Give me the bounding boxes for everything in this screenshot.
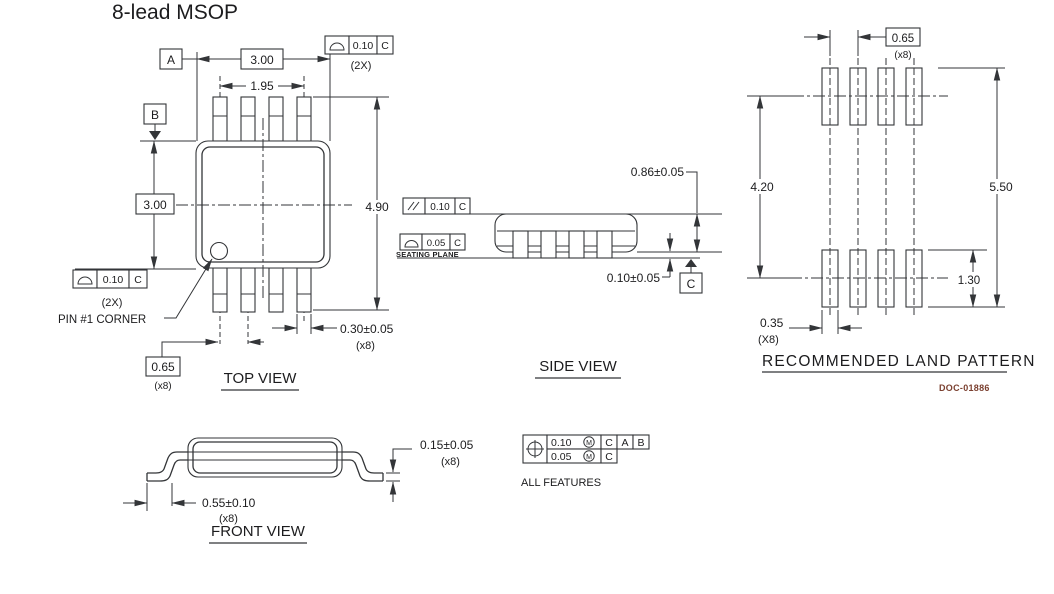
datum-a-box: [159, 48, 183, 70]
top-view-pins-top: [212, 96, 312, 142]
mmc-icon: [583, 450, 595, 462]
land-pattern-label: RECOMMENDED LAND PATTERN: [762, 353, 1036, 370]
pin: [212, 96, 228, 142]
land-pattern: 0.65 (x8) 4.20 5.50 1.30 0.35 (X8) RECOM…: [743, 27, 1036, 393]
dim-lead-span: 4.90: [365, 200, 389, 214]
flatness-icon: [404, 240, 419, 248]
position-row2-modifier: M: [586, 454, 592, 461]
pin: [240, 96, 256, 142]
land-dim-pad-length: 1.30: [958, 275, 980, 287]
mmc-icon: [583, 436, 595, 448]
lead: [512, 230, 529, 259]
dim-body-width-box: [240, 48, 284, 70]
seating-plane-frame: 0.05 C SEATING PLANE: [396, 233, 466, 259]
flatness-top-datum: C: [381, 40, 389, 52]
flatness-side-datum: C: [454, 238, 461, 249]
position-row1-datum2: A: [621, 437, 628, 449]
top-view-pins-bottom: [212, 267, 312, 313]
front-body-outline: [187, 437, 343, 478]
dim-body-height: 3.00: [143, 198, 167, 212]
dim-pitch-box: [145, 356, 181, 377]
pin: [296, 96, 312, 142]
dim-body-width: 3.00: [250, 53, 274, 67]
flatness-frame-left: 0.10 C (2X): [72, 269, 148, 309]
dim-lead-width: 0.30±0.05: [340, 322, 394, 336]
position-row1-datum1: C: [605, 437, 613, 449]
parallelism-tol: 0.10: [430, 202, 450, 213]
pin1-indicator-dot: [209, 241, 229, 261]
position-row2-datum1: C: [605, 451, 613, 463]
dim-lead-thickness: 0.15±0.05: [420, 438, 474, 452]
pin: [268, 267, 284, 313]
flatness-icon: [77, 276, 93, 285]
datum-c-box: [679, 272, 703, 294]
flatness-left-tol: 0.10: [103, 274, 124, 286]
flatness-left-qty: (2X): [102, 297, 123, 309]
top-view: A B 3.00 1.95 3.00 4.90 0.30±0.05 (x8) 0…: [58, 35, 398, 392]
all-features-label: ALL FEATURES: [521, 477, 601, 489]
position-row1-datum3: B: [637, 437, 644, 449]
land-pitch-box: [885, 27, 921, 47]
dim-foot-length: 0.55±0.10: [202, 496, 256, 510]
seating-plane-label: SEATING PLANE: [396, 250, 459, 259]
pin1-leader: [164, 258, 213, 319]
land-dim-row-spacing: 4.20: [750, 180, 774, 194]
lead: [568, 230, 585, 259]
pin: [296, 267, 312, 313]
front-view-label: FRONT VIEW: [211, 523, 306, 540]
land-dim-pitch-qty: (x8): [894, 50, 911, 61]
pin: [268, 96, 284, 142]
dim-foot-length-qty: (x8): [219, 513, 238, 525]
land-pattern-centerlines: [790, 58, 948, 318]
land-dim-pad-width-qty: (X8): [758, 334, 779, 346]
datum-b-triangle: [149, 131, 161, 140]
position-row1-modifier: M: [586, 440, 592, 447]
pin: [212, 267, 228, 313]
dim-body-height-box: [135, 193, 175, 215]
doc-number: DOC-01886: [939, 383, 990, 393]
land-dim-pad-width: 0.35: [760, 316, 784, 330]
front-body-inner: [192, 441, 338, 474]
dim-pitch-qty: (x8): [154, 381, 171, 392]
front-view: 0.15±0.05 (x8) 0.55±0.10 (x8) FRONT VIEW: [123, 437, 474, 544]
lead: [596, 230, 613, 259]
position-feature-control-frame: 0.10 M C A B 0.05 M C ALL FEATURES: [521, 434, 650, 489]
flatness-top-tol: 0.10: [353, 40, 374, 52]
datum-c-triangle: [685, 259, 697, 267]
top-view-label: TOP VIEW: [224, 370, 298, 387]
flatness-frame-top: 0.10 C (2X): [324, 35, 394, 72]
dim-height: 0.86±0.05: [631, 165, 685, 179]
flatness-icon: [329, 42, 345, 51]
flatness-side-tol: 0.05: [427, 238, 446, 249]
dim-pin-span: 1.95: [250, 79, 274, 93]
dim-pitch: 0.65: [151, 360, 175, 374]
flatness-top-qty: (2X): [351, 60, 372, 72]
dim-lead-width-qty: (x8): [356, 340, 375, 352]
side-view: 0.86±0.05 0.10±0.05 C 0.10 C: [396, 165, 722, 379]
position-row1-tol: 0.10: [551, 437, 572, 449]
dim-lead-thickness-qty: (x8): [441, 456, 460, 468]
parallelism-datum: C: [459, 202, 466, 213]
datum-b-label: B: [151, 108, 159, 122]
lead: [540, 230, 557, 259]
side-view-label: SIDE VIEW: [539, 358, 617, 375]
datum-a-label: A: [167, 53, 175, 67]
datum-c-label: C: [687, 277, 696, 291]
pin: [240, 267, 256, 313]
gull-wing-lead-right: [342, 451, 384, 482]
parallelism-frame: 0.10 C: [402, 197, 471, 215]
dim-standoff: 0.10±0.05: [607, 271, 661, 285]
land-dim-overall: 5.50: [989, 180, 1013, 194]
land-dim-pitch: 0.65: [892, 33, 914, 45]
pin1-corner-label: PIN #1 CORNER: [58, 314, 146, 326]
position-icon: [526, 440, 544, 458]
drawing-title: 8-lead MSOP: [112, 1, 238, 24]
parallelism-icon: [407, 201, 420, 211]
position-row2-tol: 0.05: [551, 451, 572, 463]
flatness-left-datum: C: [134, 274, 142, 286]
gull-wing-lead-left: [146, 451, 188, 482]
